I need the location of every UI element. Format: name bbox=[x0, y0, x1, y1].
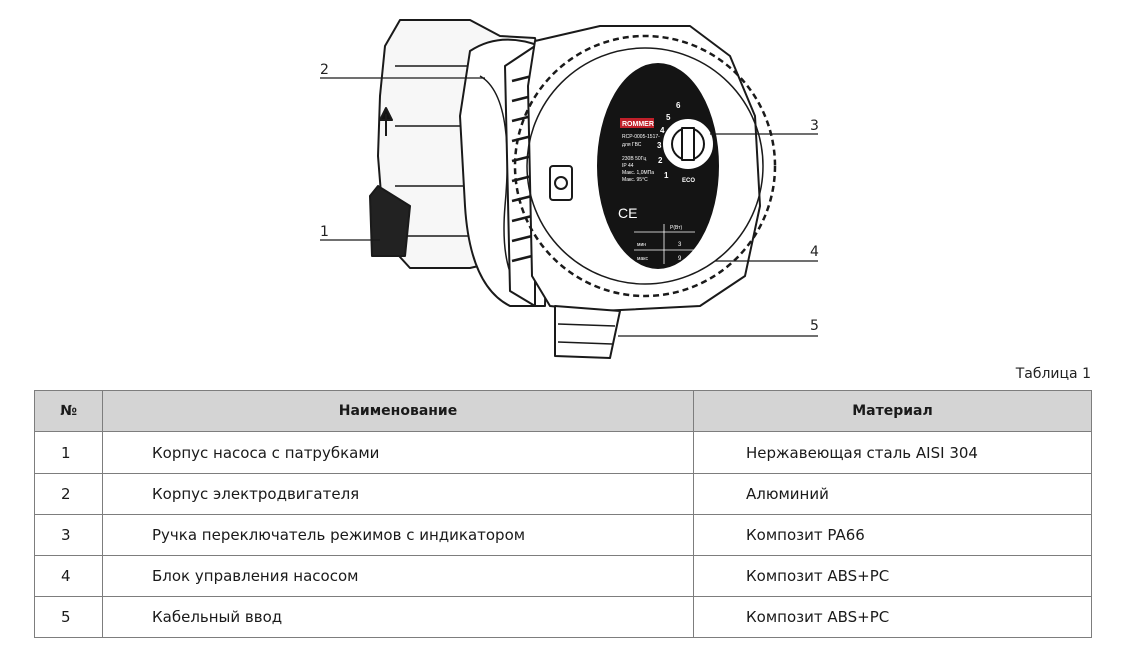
header-name: Наименование bbox=[102, 390, 694, 432]
table-row: 4 Блок управления насосом Композит ABS+P… bbox=[34, 555, 1092, 597]
row-material: Нержавеющая сталь AISI 304 bbox=[693, 431, 1092, 474]
row-name: Кабельный ввод bbox=[102, 596, 694, 638]
dial-number-5: 5 bbox=[666, 113, 671, 122]
dial-number-1: 1 bbox=[664, 171, 669, 180]
ce-mark: CE bbox=[618, 205, 637, 221]
callout-1: 1 bbox=[320, 224, 329, 240]
row-name: Блок управления насосом bbox=[102, 555, 694, 597]
callout-4: 4 bbox=[810, 244, 819, 260]
dial-number-4: 4 bbox=[660, 126, 665, 135]
row-name: Корпус насоса с патрубками bbox=[102, 431, 694, 474]
header-material: Материал bbox=[693, 390, 1092, 432]
table-caption: Таблица 1 bbox=[1015, 366, 1091, 382]
control-unit-rim bbox=[513, 34, 777, 298]
brand-logo: ROMMER bbox=[622, 121, 654, 128]
spec-0: 230В 50Гц bbox=[622, 156, 646, 162]
control-label-disc bbox=[597, 63, 719, 269]
power-row-min-label: мин bbox=[637, 242, 646, 248]
pump-illustration: ROMMER RCP-0005-1517- для ГВС 230В 50Гц … bbox=[300, 6, 840, 366]
screw-boss bbox=[549, 165, 573, 201]
pump-drawing: ROMMER RCP-0005-1517- для ГВС 230В 50Гц … bbox=[320, 19, 818, 359]
purpose-label: для ГВС bbox=[622, 142, 642, 148]
power-row-min-value: 3 bbox=[678, 242, 682, 248]
row-name: Корпус электродвигателя bbox=[102, 473, 694, 515]
parts-table: № Наименование Материал 1 Корпус насоса … bbox=[34, 390, 1092, 638]
callout-2: 2 bbox=[320, 62, 329, 78]
dial-number-2: 2 bbox=[658, 156, 663, 165]
spec-1: IP 44 bbox=[622, 163, 634, 169]
dial-number-3: 3 bbox=[657, 141, 662, 150]
lower-flange bbox=[369, 185, 411, 257]
row-material: Композит PA66 bbox=[693, 514, 1092, 556]
header-num: № bbox=[34, 390, 103, 432]
power-row-max-label: макс bbox=[637, 256, 648, 262]
spec-3: Макс. 95°C bbox=[622, 177, 648, 183]
spec-2: Макс. 1,0МПа bbox=[622, 170, 654, 176]
row-name: Ручка переключатель режимов с индикаторо… bbox=[102, 514, 694, 556]
table-row: 2 Корпус электродвигателя Алюминий bbox=[34, 473, 1092, 515]
dial-label-eco: ECO bbox=[682, 178, 695, 184]
row-material: Алюминий bbox=[693, 473, 1092, 515]
row-num: 3 bbox=[34, 514, 103, 556]
table-row: 3 Ручка переключатель режимов с индикато… bbox=[34, 514, 1092, 556]
row-num: 4 bbox=[34, 555, 103, 597]
row-material: Композит ABS+PC bbox=[693, 596, 1092, 638]
row-material: Композит ABS+PC bbox=[693, 555, 1092, 597]
dial-number-6: 6 bbox=[676, 101, 681, 110]
table-row: 5 Кабельный ввод Композит ABS+PC bbox=[34, 596, 1092, 638]
row-num: 2 bbox=[34, 473, 103, 515]
table-header-row: № Наименование Материал bbox=[34, 390, 1092, 432]
table-row: 1 Корпус насоса с патрубками Нержавеющая… bbox=[34, 431, 1092, 474]
flow-arrow-icon bbox=[379, 107, 393, 136]
model-label: RCP-0005-1517- bbox=[622, 134, 660, 140]
callout-3: 3 bbox=[810, 118, 819, 134]
callout-5: 5 bbox=[810, 318, 819, 334]
power-row-max-value: 9 bbox=[678, 256, 682, 262]
row-num: 5 bbox=[34, 596, 103, 638]
cable-gland bbox=[554, 305, 621, 359]
row-num: 1 bbox=[34, 431, 103, 474]
power-table-header: P(Вт) bbox=[670, 225, 682, 231]
